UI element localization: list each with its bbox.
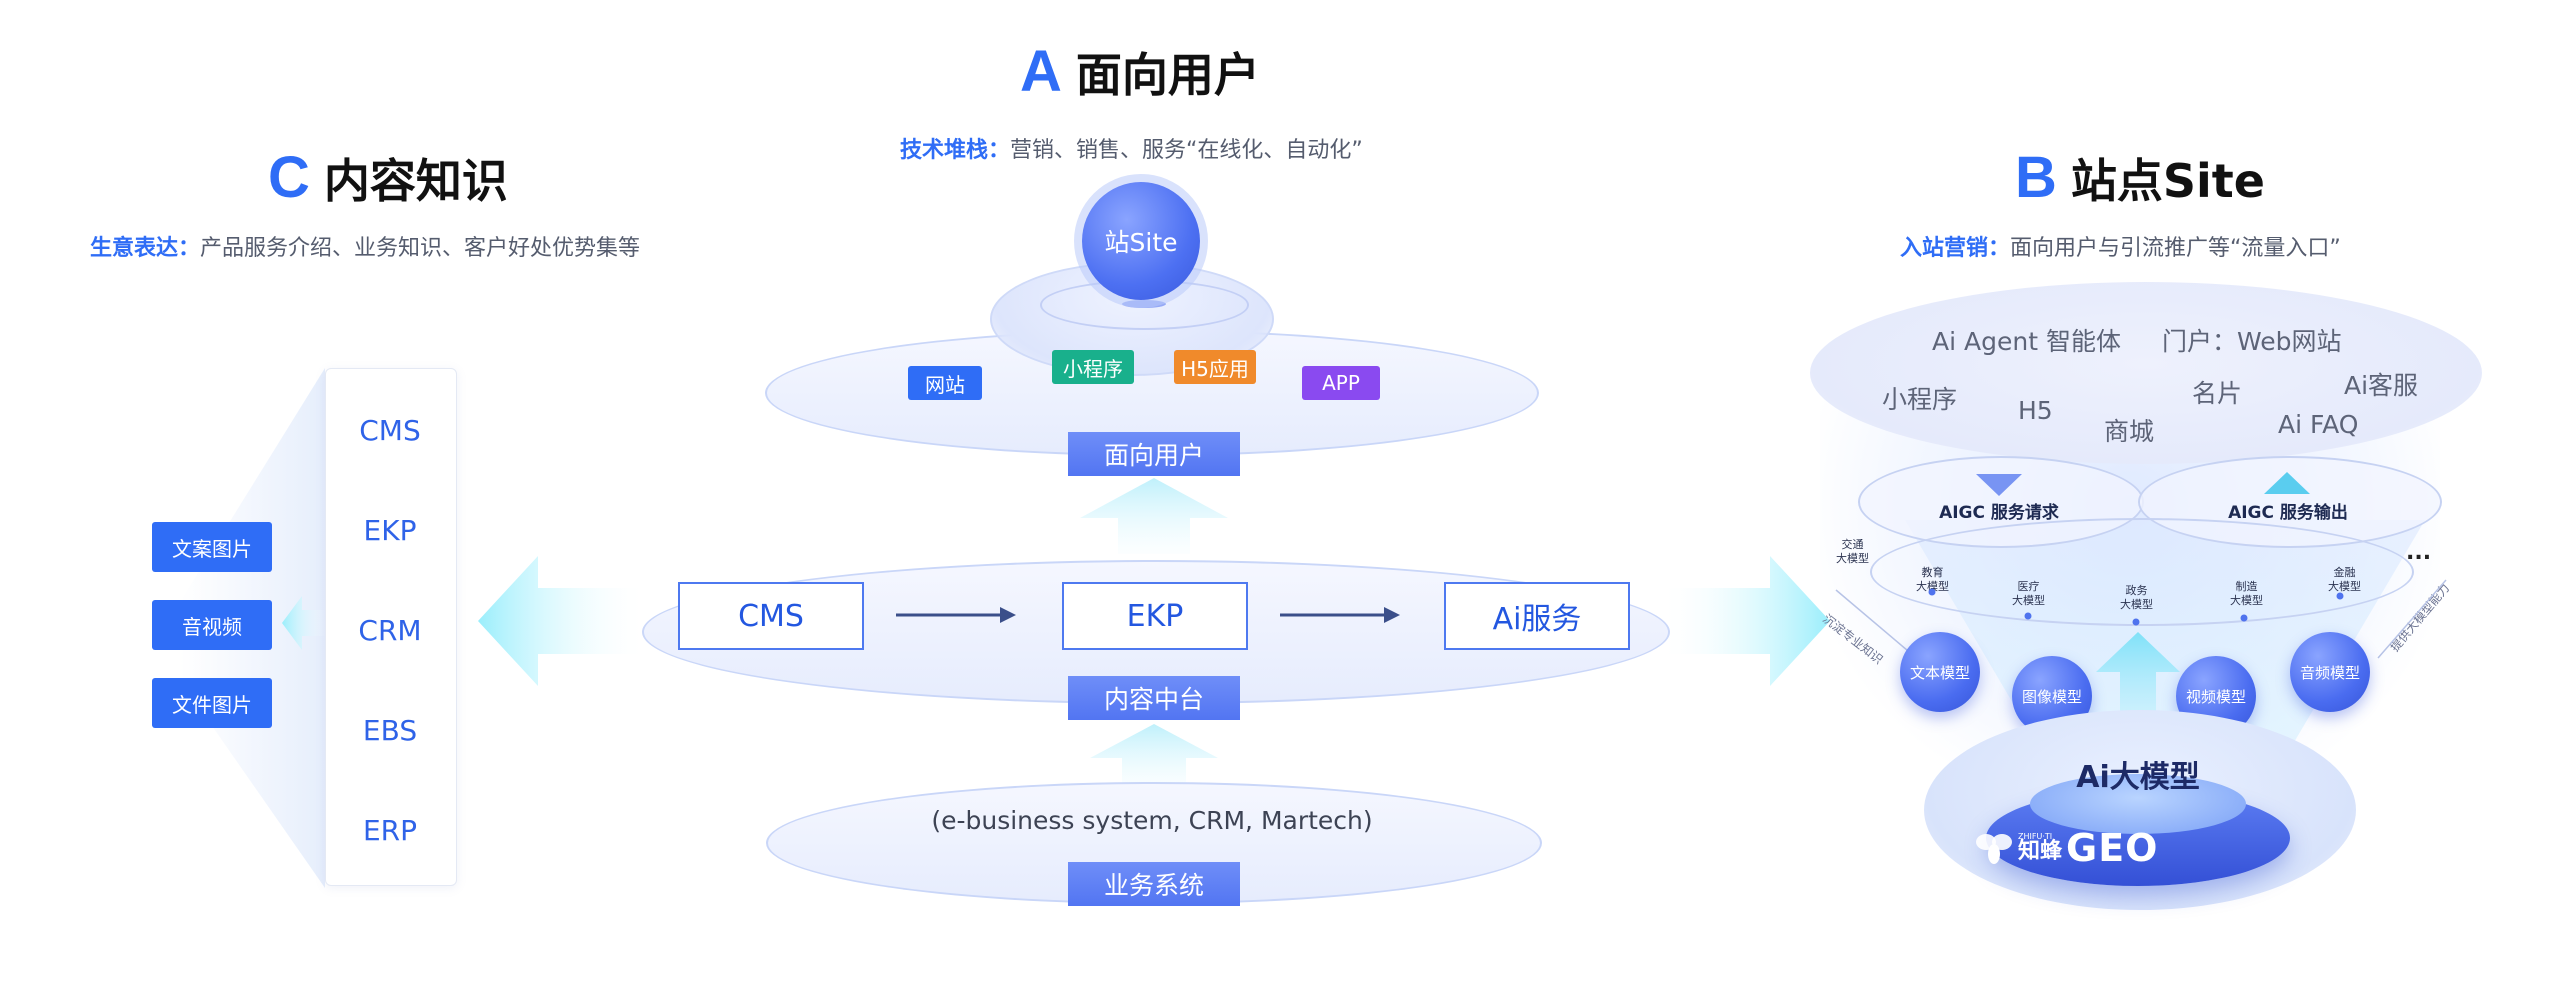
site-node-shadow — [1122, 300, 1166, 308]
aigc-request-down-icon — [1976, 474, 2022, 496]
tag-h5-app[interactable]: H5应用 — [1174, 350, 1256, 384]
tag-website[interactable]: 网站 — [908, 366, 982, 400]
model-audio-label: 音频模型 — [2299, 663, 2360, 682]
section-a-subtitle: 技术堆栈：营销、销售、服务“在线化、自动化” — [900, 132, 1363, 164]
section-a-sub-text: 营销、销售、服务“在线化、自动化” — [1010, 138, 1363, 163]
industry-medical[interactable]: 医疗 大模型 — [2012, 580, 2045, 607]
brand-geo: GEO — [2066, 826, 2159, 870]
up-arrow-to-content — [1090, 724, 1218, 790]
model-text-label: 文本模型 — [1909, 663, 1970, 682]
business-system-bar-label: 业务系统 — [1103, 871, 1204, 900]
cloud-ai-faq[interactable]: Ai FAQ — [2278, 410, 2359, 439]
cloud-ai-service[interactable]: Ai客服 — [2344, 371, 2419, 400]
industry-manufacturing[interactable]: 制造 大模型 — [2230, 580, 2263, 607]
industry-government[interactable]: 政务 大模型 — [2120, 584, 2153, 611]
industry-transport[interactable]: 交通 大模型 — [1836, 538, 1869, 565]
section-c-title: C 内容知识 — [268, 144, 508, 211]
brand-logo: ZHIFU·TI 知蜂 GEO — [1974, 826, 2158, 870]
face-user-bar-label: 面向用户 — [1103, 441, 1204, 470]
system-item-ebs[interactable]: EBS — [362, 714, 418, 747]
section-c-sub-lead: 生意表达： — [90, 236, 201, 261]
section-a-title: A 面向用户 — [1020, 38, 1260, 105]
system-item-erp[interactable]: ERP — [362, 814, 418, 847]
content-type-copy-image[interactable]: 文案图片 — [152, 522, 272, 572]
cloud-h5[interactable]: H5 — [2018, 396, 2053, 425]
brand-small: ZHIFU·TI — [2018, 832, 2053, 841]
content-hub-bar: 内容中台 — [1068, 676, 1240, 720]
industry-ring — [1870, 518, 2414, 626]
bee-icon — [1976, 834, 2012, 864]
business-system-text: (e-business system, CRM, Martech) — [931, 806, 1373, 835]
cloud-business-card[interactable]: 名片 — [2192, 379, 2243, 408]
section-a-sub-lead: 技术堆栈： — [900, 138, 1011, 163]
site-node-label: 站Site — [1104, 228, 1178, 257]
tag-mini-program-label: 小程序 — [1063, 356, 1123, 381]
section-b-sub-lead: 入站营销： — [1900, 236, 2011, 261]
aigc-request-label: AIGC 服务请求 — [1939, 503, 2059, 523]
section-b-title: B 站点Site — [2015, 144, 2265, 211]
face-user-bar: 面向用户 — [1068, 432, 1240, 476]
model-video-label: 视频模型 — [2185, 687, 2246, 706]
entry-cloud — [1810, 282, 2482, 464]
flow-box-ai-service-label: Ai服务 — [1492, 602, 1582, 637]
section-c-subtitle: 生意表达：产品服务介绍、业务知识、客户好处优势集等 — [90, 230, 640, 262]
system-item-crm[interactable]: CRM — [358, 614, 422, 647]
flow-arrow-1 — [896, 607, 1016, 623]
industry-more: ... — [2406, 540, 2432, 565]
system-list-panel — [325, 368, 457, 886]
model-text[interactable]: 文本模型 — [1900, 632, 1980, 712]
industry-finance[interactable]: 金融 大模型 — [2328, 566, 2361, 593]
cloud-mall[interactable]: 商城 — [2104, 417, 2155, 446]
model-image-label: 图像模型 — [2021, 687, 2082, 706]
model-audio[interactable]: 音频模型 — [2290, 632, 2370, 712]
section-b-sub-text: 面向用户与引流推广等“流量入口” — [2010, 236, 2341, 261]
section-b-subtitle: 入站营销：面向用户与引流推广等“流量入口” — [1900, 230, 2341, 262]
tag-app[interactable]: APP — [1302, 366, 1380, 400]
tag-app-label: APP — [1322, 371, 1360, 395]
business-system-bar: 业务系统 — [1068, 862, 1240, 906]
section-b-letter: B — [2015, 145, 2057, 210]
up-arrow-to-user — [1080, 478, 1228, 554]
system-item-cms[interactable]: CMS — [359, 414, 421, 447]
site-node[interactable]: 站Site — [1082, 182, 1200, 300]
tag-website-label: 网站 — [925, 372, 965, 397]
content-type-copy-image-label: 文案图片 — [172, 536, 252, 561]
section-a-title-text: 面向用户 — [1075, 47, 1260, 102]
tag-h5-app-label: H5应用 — [1181, 356, 1249, 381]
section-b-title-text: 站点Site — [2070, 153, 2265, 208]
section-c-letter: C — [268, 145, 310, 210]
core-title: Ai大模型 — [2076, 760, 2200, 795]
content-type-file-image[interactable]: 文件图片 — [152, 678, 272, 728]
content-type-audio-video-label: 音视频 — [182, 614, 242, 639]
flow-arrow-2 — [1280, 607, 1400, 623]
aigc-output-up-icon — [2264, 472, 2310, 494]
side-connector-lines — [1835, 579, 2447, 659]
arrow-to-content-types — [282, 596, 326, 650]
flow-box-cms-label: CMS — [738, 598, 804, 634]
content-type-audio-video[interactable]: 音视频 — [152, 600, 272, 650]
flow-box-cms[interactable]: CMS — [678, 582, 864, 650]
section-c-sub-text: 产品服务介绍、业务知识、客户好处优势集等 — [200, 236, 641, 261]
flow-box-ai-service[interactable]: Ai服务 — [1444, 582, 1630, 650]
arrow-to-site — [1660, 556, 1830, 686]
section-c-title-text: 内容知识 — [323, 153, 508, 208]
arrow-to-content — [478, 556, 648, 686]
industry-education[interactable]: 教育 大模型 — [1916, 566, 1949, 593]
content-type-file-image-label: 文件图片 — [172, 692, 252, 717]
brand-cn: 知蜂 — [2018, 839, 2063, 864]
cloud-ai-agent[interactable]: Ai Agent 智能体 — [1932, 327, 2121, 356]
core-up-arrow — [2096, 632, 2180, 742]
section-a-letter: A — [1020, 39, 1062, 104]
content-hub-bar-label: 内容中台 — [1103, 685, 1204, 714]
aigc-output-label: AIGC 服务输出 — [2228, 503, 2348, 523]
flow-box-ekp-label: EKP — [1126, 598, 1184, 634]
system-item-ekp[interactable]: EKP — [363, 514, 417, 547]
flow-box-ekp[interactable]: EKP — [1062, 582, 1248, 650]
cloud-mini-program[interactable]: 小程序 — [1882, 385, 1958, 414]
industry-ring-dots — [1928, 588, 2344, 626]
cloud-portal-web[interactable]: 门户：Web网站 — [2162, 327, 2342, 356]
tag-mini-program[interactable]: 小程序 — [1052, 350, 1134, 384]
core-platform-top — [2030, 774, 2246, 834]
